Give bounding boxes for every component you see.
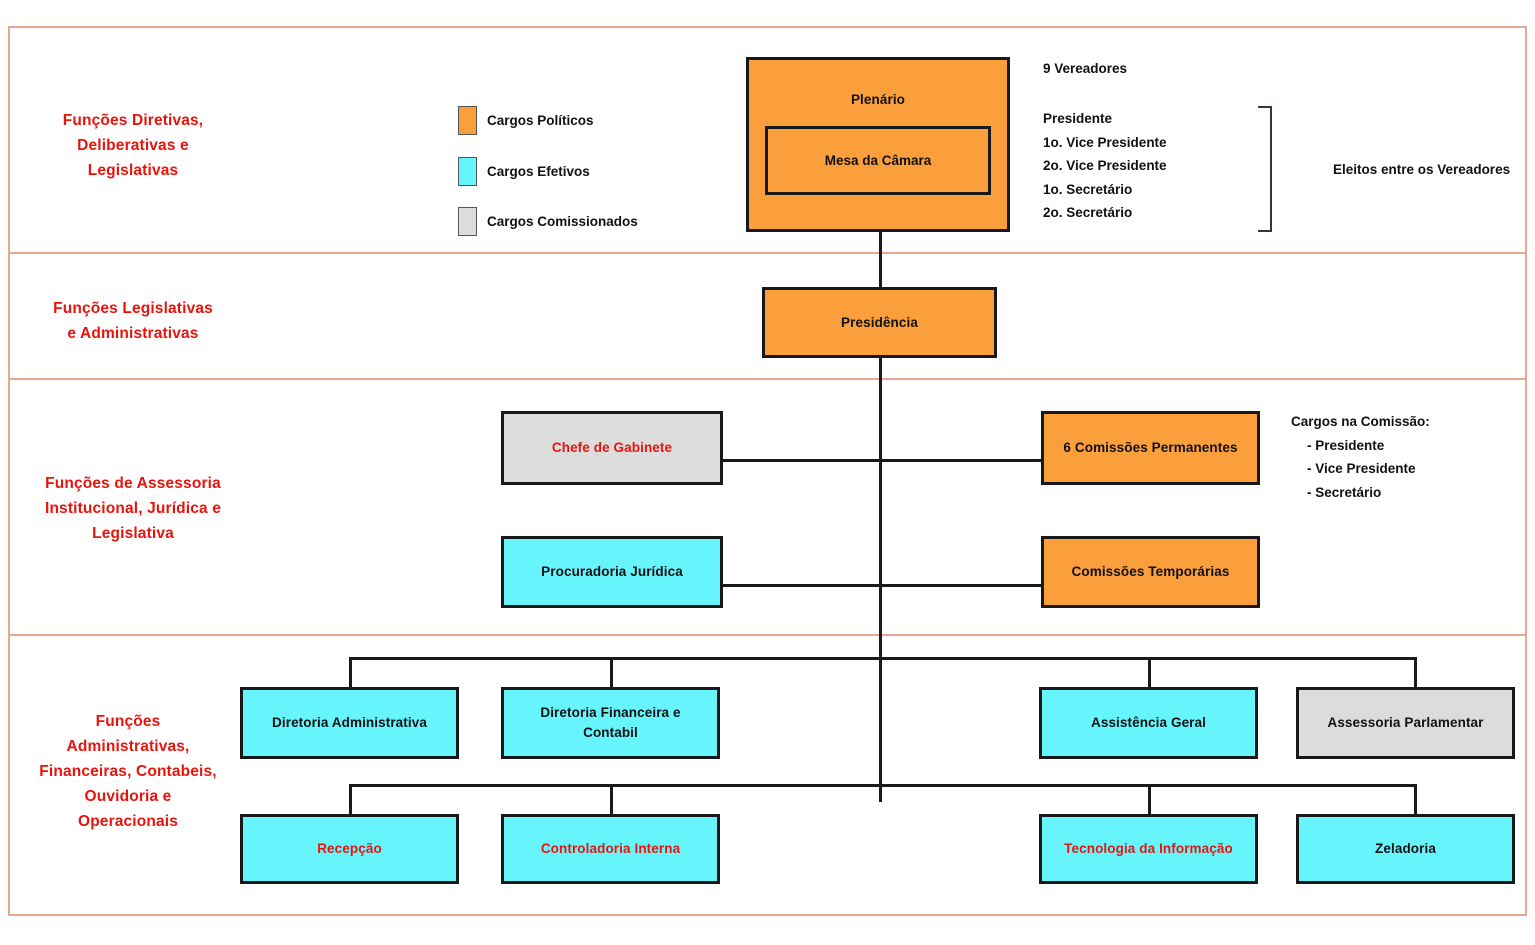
connector-stub-zeladoria bbox=[1414, 784, 1417, 814]
node-assessoria-parlamentar-label: Assessoria Parlamentar bbox=[1327, 715, 1484, 731]
node-diretoria-financeira-line2: Contabil bbox=[583, 725, 638, 740]
connector-stub-assistencia-geral bbox=[1148, 657, 1151, 687]
connector-stub-diretoria-administrativa bbox=[349, 657, 352, 687]
legend-item-efetivos: Cargos Efetivos bbox=[458, 157, 590, 186]
band-label-administrativas: Funções Administrativas, Financeiras, Co… bbox=[39, 713, 217, 831]
band-divider-1 bbox=[8, 252, 1527, 254]
legend-item-politicos: Cargos Políticos bbox=[458, 106, 594, 135]
connector-bus-row1 bbox=[349, 657, 1417, 660]
legend-item-comissionados: Cargos Comissionados bbox=[458, 207, 638, 236]
connector-chefe-spine bbox=[722, 459, 882, 462]
node-procuradoria-juridica[interactable]: Procuradoria Jurídica bbox=[501, 536, 723, 608]
legend-label-efetivos: Cargos Efetivos bbox=[487, 164, 590, 179]
connector-stub-recepcao bbox=[349, 784, 352, 814]
connector-plenario-presidencia bbox=[879, 230, 882, 288]
node-comissoes-permanentes-label: 6 Comissões Permanentes bbox=[1063, 440, 1238, 456]
node-plenario-label: Plenário bbox=[850, 92, 906, 107]
node-controladoria-interna[interactable]: Controladoria Interna bbox=[501, 814, 720, 884]
node-comissoes-temporarias-label: Comissões Temporárias bbox=[1071, 564, 1230, 580]
node-presidencia[interactable]: Presidência bbox=[762, 287, 997, 358]
band-divider-3 bbox=[8, 634, 1527, 636]
connector-stub-diretoria-financeira bbox=[610, 657, 613, 687]
note-comissao-vice-presidente: - Vice Presidente bbox=[1307, 461, 1416, 476]
note-mesa-role-sec1: 1o. Secretário bbox=[1043, 181, 1133, 197]
node-diretoria-financeira-line1: Diretoria Financeira e bbox=[540, 705, 681, 721]
band-label-legislativas: Funções Legislativas e Administrativas bbox=[53, 300, 213, 343]
node-chefe-de-gabinete[interactable]: Chefe de Gabinete bbox=[501, 411, 723, 485]
connector-procuradoria-spine bbox=[722, 584, 882, 587]
gray-swatch-icon bbox=[458, 207, 477, 236]
note-mesa-role-sec2: 2o. Secretário bbox=[1043, 205, 1133, 220]
band-label-assessoria: Funções de Assessoria Institucional, Jur… bbox=[44, 475, 221, 543]
connector-spine-comissoes-temporarias bbox=[879, 584, 1042, 587]
node-assessoria-parlamentar[interactable]: Assessoria Parlamentar bbox=[1296, 687, 1515, 759]
note-comissao-secretario: - Secretário bbox=[1307, 484, 1382, 500]
band-divider-2 bbox=[8, 378, 1527, 380]
connector-spine-comissoes-permanentes bbox=[879, 459, 1042, 462]
note-cargos-na-comissao-title: Cargos na Comissão: bbox=[1291, 414, 1430, 429]
node-zeladoria[interactable]: Zeladoria bbox=[1296, 814, 1515, 884]
orange-swatch-icon bbox=[458, 106, 477, 135]
node-zeladoria-label: Zeladoria bbox=[1375, 841, 1436, 857]
connector-spine-lower bbox=[879, 736, 882, 802]
node-diretoria-administrativa-label: Diretoria Administrativa bbox=[272, 715, 427, 731]
note-mesa-roles: Presidente 1o. Vice Presidente 2o. Vice … bbox=[1043, 112, 1167, 220]
cyan-swatch-icon bbox=[458, 157, 477, 186]
connector-presidencia-spine bbox=[879, 357, 882, 736]
connector-stub-tecnologia bbox=[1148, 784, 1151, 814]
node-presidencia-label: Presidência bbox=[841, 314, 918, 330]
node-tecnologia-da-informacao[interactable]: Tecnologia da Informação bbox=[1039, 814, 1258, 884]
node-diretoria-financeira-contabil[interactable]: Diretoria Financeira e Contabil bbox=[501, 687, 720, 759]
node-chefe-de-gabinete-label: Chefe de Gabinete bbox=[551, 440, 673, 456]
node-controladoria-interna-label: Controladoria Interna bbox=[540, 841, 681, 857]
node-diretoria-administrativa[interactable]: Diretoria Administrativa bbox=[240, 687, 459, 759]
note-mesa-role-vice1: 1o. Vice Presidente bbox=[1043, 134, 1167, 150]
connector-stub-controladoria bbox=[610, 784, 613, 814]
legend-label-politicos: Cargos Políticos bbox=[487, 113, 594, 128]
node-mesa-da-camara-label: Mesa da Câmara bbox=[824, 153, 932, 168]
node-mesa-da-camara[interactable]: Mesa da Câmara bbox=[765, 126, 991, 195]
node-assistencia-geral-label: Assistência Geral bbox=[1090, 715, 1206, 731]
note-mesa-role-presidente: Presidente bbox=[1043, 111, 1113, 126]
connector-stub-assessoria-parlamentar bbox=[1414, 657, 1417, 687]
band-label-diretivas: Funções Diretivas, Deliberativas e Legis… bbox=[62, 112, 204, 180]
node-procuradoria-juridica-label: Procuradoria Jurídica bbox=[541, 564, 683, 580]
node-recepcao[interactable]: Recepção bbox=[240, 814, 459, 884]
legend-label-comissionados: Cargos Comissionados bbox=[487, 214, 638, 229]
note-vereadores-count: 9 Vereadores bbox=[1043, 61, 1128, 76]
note-eleitos-entre-vereadores: Eleitos entre os Vereadores bbox=[1333, 162, 1511, 177]
note-comissao-presidente: - Presidente bbox=[1307, 437, 1385, 453]
node-assistencia-geral[interactable]: Assistência Geral bbox=[1039, 687, 1258, 759]
note-cargos-na-comissao: Cargos na Comissão: - Presidente - Vice … bbox=[1291, 415, 1430, 499]
node-recepcao-label: Recepção bbox=[317, 841, 382, 857]
connector-bus-row2 bbox=[349, 784, 1417, 787]
node-comissoes-permanentes[interactable]: 6 Comissões Permanentes bbox=[1041, 411, 1260, 485]
node-tecnologia-da-informacao-label: Tecnologia da Informação bbox=[1064, 841, 1233, 857]
note-mesa-role-vice2: 2o. Vice Presidente bbox=[1043, 158, 1167, 173]
bracket-eleitos-vereadores bbox=[1258, 106, 1272, 232]
node-comissoes-temporarias[interactable]: Comissões Temporárias bbox=[1041, 536, 1260, 608]
